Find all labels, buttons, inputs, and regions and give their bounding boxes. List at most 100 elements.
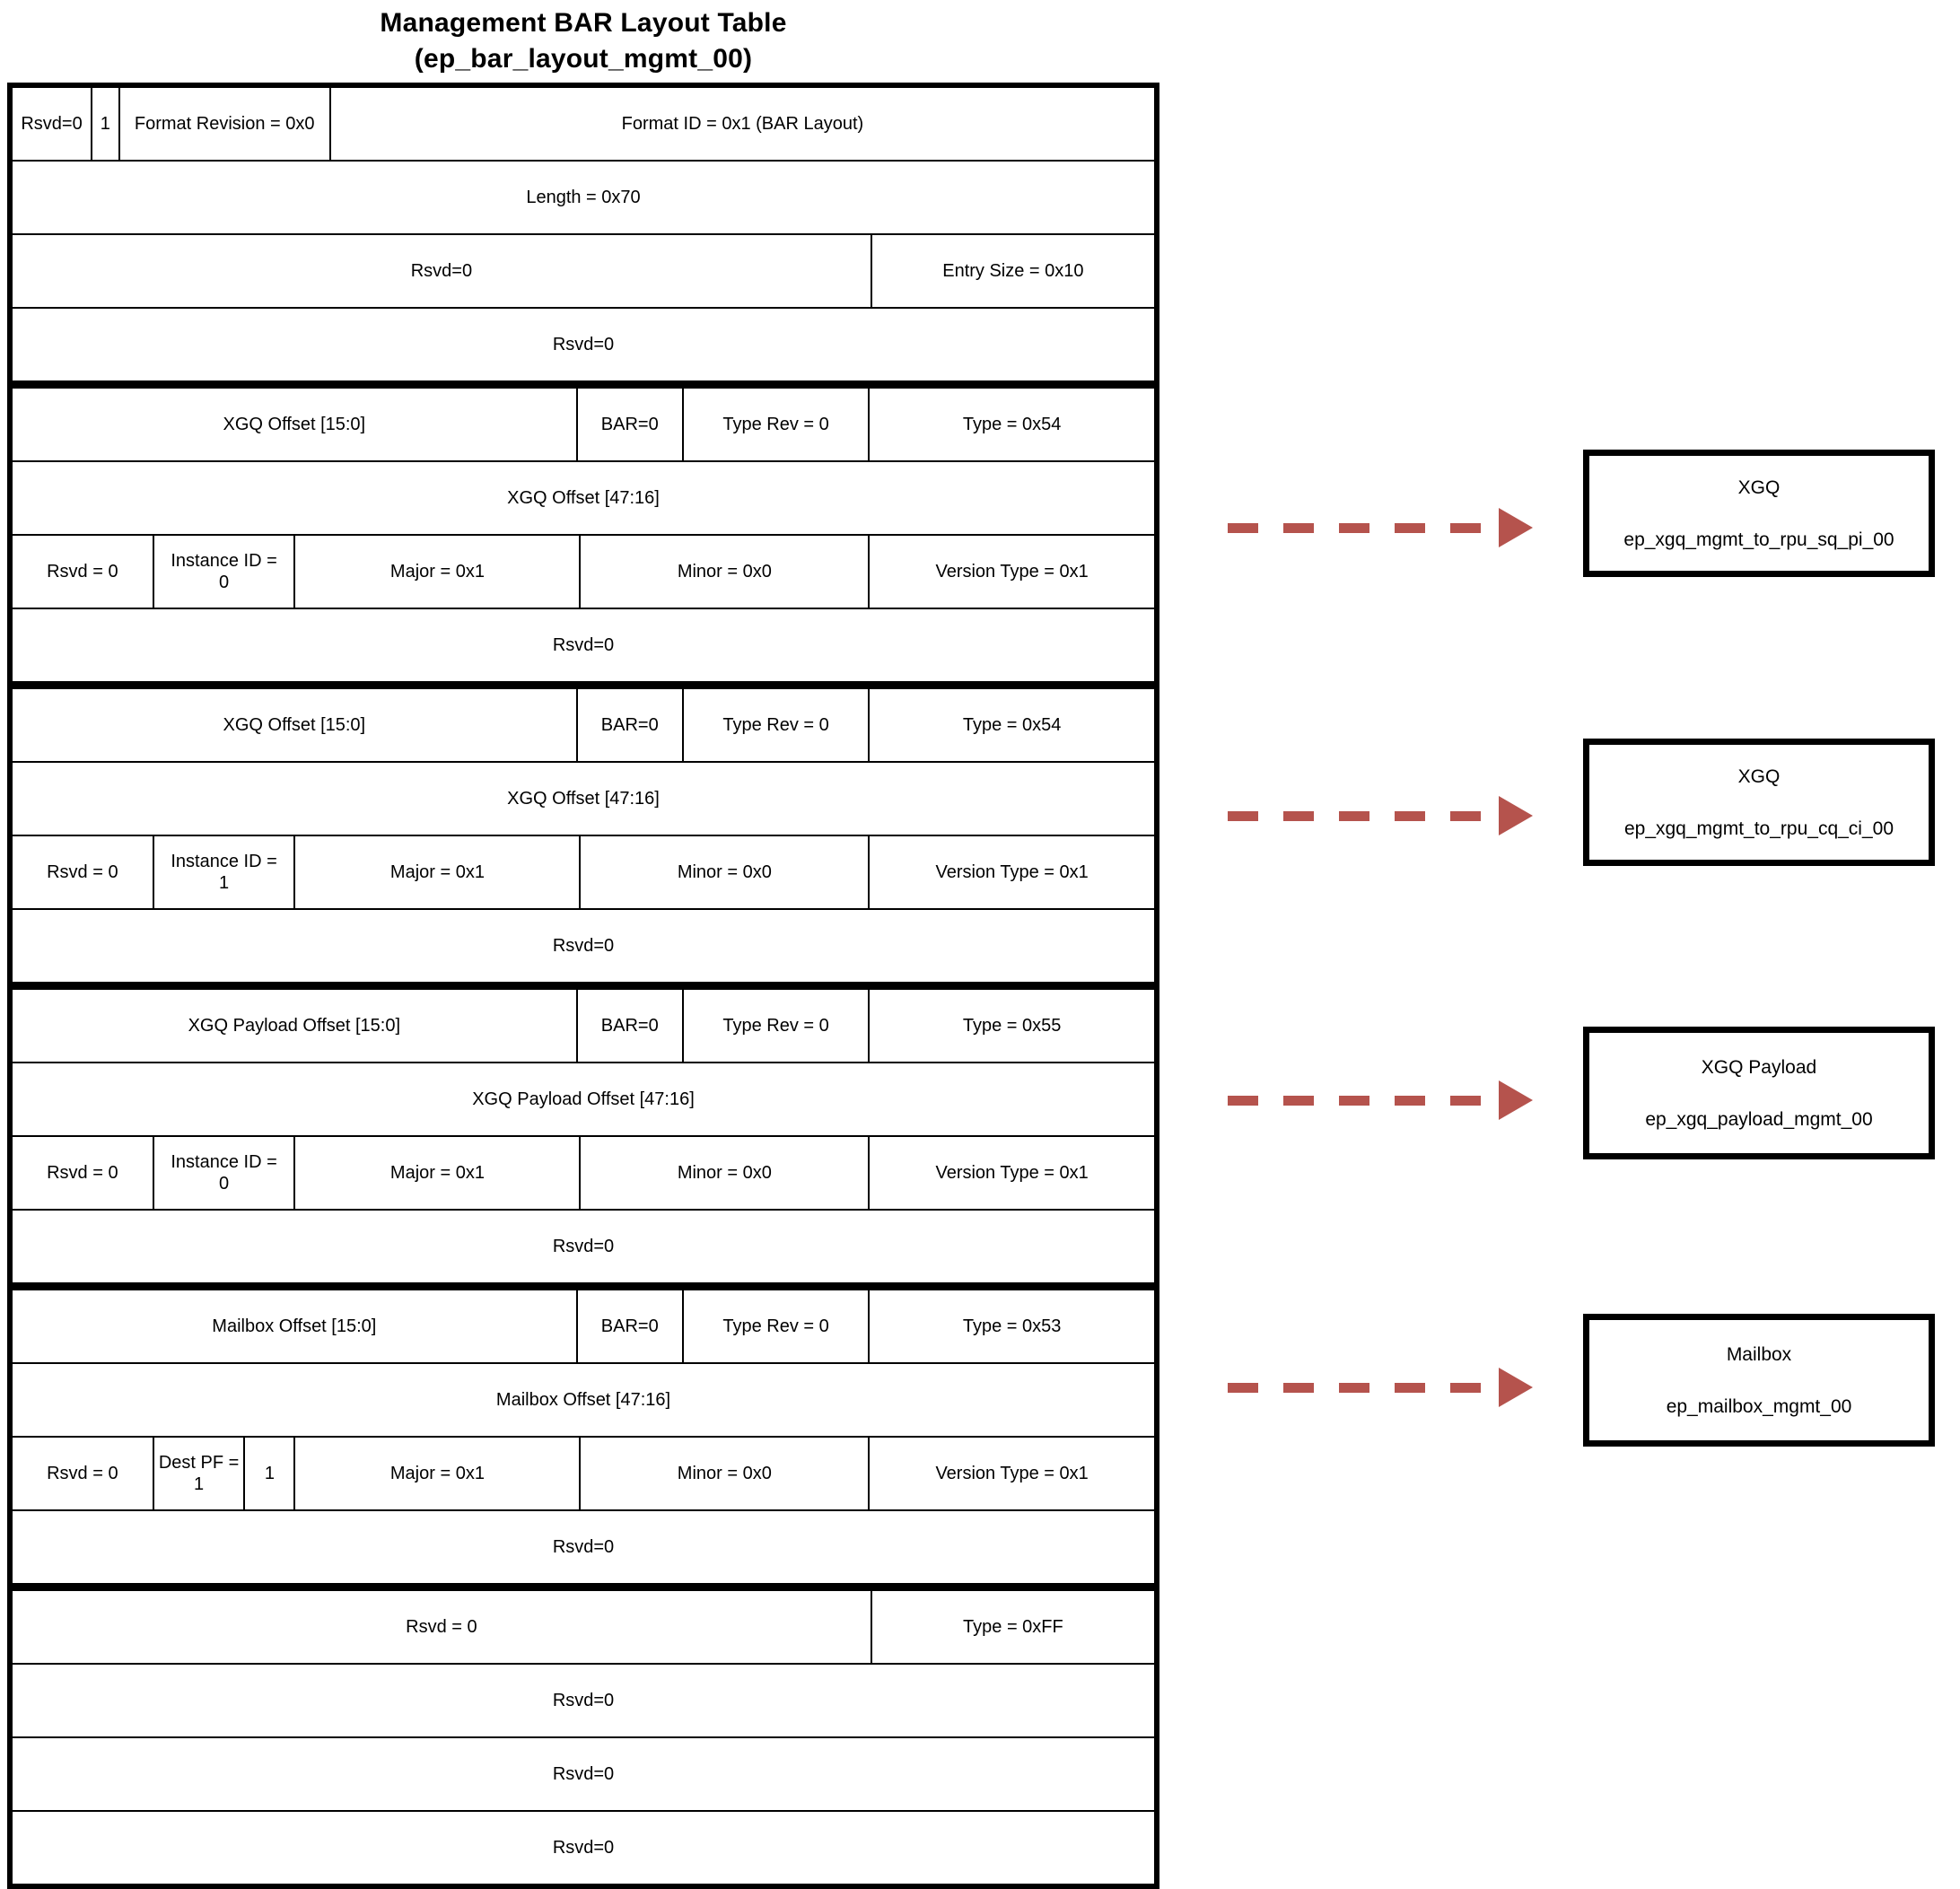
cell-entry0-rsvd: Rsvd = 0: [13, 536, 154, 608]
cell-entry3-bar: BAR=0: [578, 1290, 684, 1362]
cell-entry3-rsvd: Rsvd = 0: [13, 1438, 154, 1509]
arrow-shaft: [1228, 1095, 1501, 1106]
cell-entry2-minor: Minor = 0x0: [581, 1137, 871, 1209]
cell-entry0-major: Major = 0x1: [295, 536, 582, 608]
cell-entry0-instance-id: Instance ID = 0: [154, 536, 296, 608]
table-row-entry2-version: Rsvd = 0 Instance ID = 0 Major = 0x1 Min…: [13, 1137, 1154, 1211]
table-row-trailing-rsvd-2: Rsvd=0: [13, 1812, 1154, 1884]
target-box-mailbox-line2: ep_mailbox_mgmt_00: [1666, 1395, 1852, 1417]
cell-entry2-rsvd-last: Rsvd=0: [552, 1237, 615, 1256]
cell-entry3-type-rev: Type Rev = 0: [684, 1290, 871, 1362]
table-row-entry0-offset-lo: XGQ Offset [15:0] BAR=0 Type Rev = 0 Typ…: [13, 382, 1154, 462]
cell-entry1-type: Type = 0x54: [962, 715, 1062, 735]
bar-layout-table: Rsvd=0 1 Format Revision = 0x0 Format ID…: [7, 83, 1159, 1889]
target-box-xgq-cq-ci-line1: XGQ: [1737, 765, 1781, 787]
cell-entry3-bit: 1: [245, 1438, 296, 1509]
table-row-header-rsvd: Rsvd=0: [13, 309, 1154, 382]
cell-entry2-offset-hi: XGQ Payload Offset [47:16]: [472, 1089, 695, 1109]
table-row-entry0-rsvd: Rsvd=0: [13, 609, 1154, 683]
cell-entry1-version-type: Version Type = 0x1: [935, 862, 1089, 882]
table-row-entry0-version: Rsvd = 0 Instance ID = 0 Major = 0x1 Min…: [13, 536, 1154, 609]
arrow-head-icon: [1499, 508, 1533, 547]
arrow-head-icon: [1499, 796, 1533, 835]
table-row-entry3-offset-lo: Mailbox Offset [15:0] BAR=0 Type Rev = 0…: [13, 1284, 1154, 1364]
table-row-header-length: Length = 0x70: [13, 162, 1154, 235]
cell-entry0-offset-hi: XGQ Offset [47:16]: [507, 488, 660, 508]
cell-entry3-version-type: Version Type = 0x1: [935, 1464, 1089, 1483]
page-title: Management BAR Layout Table (ep_bar_layo…: [0, 5, 1167, 77]
cell-header-entry-size: Entry Size = 0x10: [942, 261, 1084, 281]
cell-entry0-version-type: Version Type = 0x1: [935, 562, 1089, 582]
target-box-xgq-payload-line1: XGQ Payload: [1701, 1056, 1817, 1078]
target-box-xgq-cq-ci[interactable]: XGQ ep_xgq_mgmt_to_rpu_cq_ci_00: [1583, 739, 1935, 866]
table-row-entry2-offset-lo: XGQ Payload Offset [15:0] BAR=0 Type Rev…: [13, 984, 1154, 1063]
table-row-entry2-offset-hi: XGQ Payload Offset [47:16]: [13, 1063, 1154, 1137]
cell-header-length: Length = 0x70: [526, 188, 641, 207]
table-row-entry3-rsvd: Rsvd=0: [13, 1511, 1154, 1585]
arrow-to-mailbox: [1228, 1368, 1533, 1407]
cell-entry1-minor: Minor = 0x0: [581, 836, 871, 908]
cell-entry2-type-rev: Type Rev = 0: [684, 990, 871, 1062]
cell-entry3-offset-lo: Mailbox Offset [15:0]: [13, 1290, 578, 1362]
table-row-header-format: Rsvd=0 1 Format Revision = 0x0 Format ID…: [13, 88, 1154, 162]
arrow-head-icon: [1499, 1368, 1533, 1407]
page-title-line1: Management BAR Layout Table: [380, 8, 787, 38]
table-row-terminator: Rsvd = 0 Type = 0xFF: [13, 1585, 1154, 1665]
target-box-xgq-sq-pi-line2: ep_xgq_mgmt_to_rpu_sq_pi_00: [1623, 529, 1894, 550]
cell-entry0-rsvd-last: Rsvd=0: [552, 635, 615, 655]
cell-entry2-rsvd: Rsvd = 0: [13, 1137, 154, 1209]
table-row-entry1-version: Rsvd = 0 Instance ID = 1 Major = 0x1 Min…: [13, 836, 1154, 910]
cell-header-rsvd: Rsvd=0: [13, 88, 93, 160]
cell-entry1-bar: BAR=0: [578, 689, 684, 761]
cell-entry0-offset-lo: XGQ Offset [15:0]: [13, 389, 578, 460]
cell-terminator-rsvd: Rsvd = 0: [13, 1591, 872, 1663]
cell-entry1-instance-id: Instance ID = 1: [154, 836, 296, 908]
cell-header-format-revision: Format Revision = 0x0: [120, 88, 331, 160]
cell-header-rsvd-2: Rsvd=0: [13, 235, 872, 307]
target-box-xgq-payload-line2: ep_xgq_payload_mgmt_00: [1645, 1108, 1873, 1130]
target-box-xgq-sq-pi[interactable]: XGQ ep_xgq_mgmt_to_rpu_sq_pi_00: [1583, 450, 1935, 577]
cell-terminator-type: Type = 0xFF: [963, 1617, 1063, 1637]
arrow-shaft: [1228, 1382, 1501, 1393]
target-box-xgq-payload[interactable]: XGQ Payload ep_xgq_payload_mgmt_00: [1583, 1027, 1935, 1159]
cell-entry3-minor: Minor = 0x0: [581, 1438, 871, 1509]
cell-entry1-type-rev: Type Rev = 0: [684, 689, 871, 761]
cell-entry3-dest-pf: Dest PF = 1: [154, 1438, 246, 1509]
target-box-mailbox-line1: Mailbox: [1726, 1343, 1792, 1365]
arrow-shaft: [1228, 810, 1501, 821]
target-box-xgq-cq-ci-line2: ep_xgq_mgmt_to_rpu_cq_ci_00: [1623, 818, 1894, 839]
cell-entry2-bar: BAR=0: [578, 990, 684, 1062]
cell-trailing-rsvd-0: Rsvd=0: [552, 1691, 615, 1710]
table-row-trailing-rsvd-0: Rsvd=0: [13, 1665, 1154, 1738]
cell-entry1-major: Major = 0x1: [295, 836, 582, 908]
arrow-to-xgq-cq-ci: [1228, 796, 1533, 835]
table-row-entry3-version: Rsvd = 0 Dest PF = 1 1 Major = 0x1 Minor…: [13, 1438, 1154, 1511]
table-row-header-entry-size: Rsvd=0 Entry Size = 0x10: [13, 235, 1154, 309]
table-row-entry1-offset-hi: XGQ Offset [47:16]: [13, 763, 1154, 836]
cell-entry2-type: Type = 0x55: [962, 1016, 1062, 1036]
cell-entry3-offset-hi: Mailbox Offset [47:16]: [495, 1390, 671, 1410]
table-row-entry1-rsvd: Rsvd=0: [13, 910, 1154, 984]
table-row-entry1-offset-lo: XGQ Offset [15:0] BAR=0 Type Rev = 0 Typ…: [13, 683, 1154, 763]
cell-entry2-major: Major = 0x1: [295, 1137, 582, 1209]
cell-entry3-rsvd-last: Rsvd=0: [552, 1537, 615, 1557]
table-row-trailing-rsvd-1: Rsvd=0: [13, 1738, 1154, 1812]
cell-trailing-rsvd-2: Rsvd=0: [552, 1838, 615, 1858]
cell-entry0-type-rev: Type Rev = 0: [684, 389, 871, 460]
cell-entry0-type: Type = 0x54: [962, 415, 1062, 434]
cell-entry3-major: Major = 0x1: [295, 1438, 582, 1509]
cell-entry1-rsvd: Rsvd = 0: [13, 836, 154, 908]
arrow-shaft: [1228, 522, 1501, 533]
target-box-mailbox[interactable]: Mailbox ep_mailbox_mgmt_00: [1583, 1314, 1935, 1447]
cell-entry1-offset-hi: XGQ Offset [47:16]: [507, 789, 660, 809]
cell-entry0-bar: BAR=0: [578, 389, 684, 460]
target-box-xgq-sq-pi-line1: XGQ: [1737, 477, 1781, 498]
cell-entry2-version-type: Version Type = 0x1: [935, 1163, 1089, 1183]
cell-header-rsvd-3: Rsvd=0: [552, 335, 615, 354]
table-row-entry2-rsvd: Rsvd=0: [13, 1211, 1154, 1284]
cell-entry2-instance-id: Instance ID = 0: [154, 1137, 296, 1209]
cell-entry1-offset-lo: XGQ Offset [15:0]: [13, 689, 578, 761]
arrow-to-xgq-sq-pi: [1228, 508, 1533, 547]
cell-header-bit: 1: [92, 88, 120, 160]
cell-entry2-offset-lo: XGQ Payload Offset [15:0]: [13, 990, 578, 1062]
